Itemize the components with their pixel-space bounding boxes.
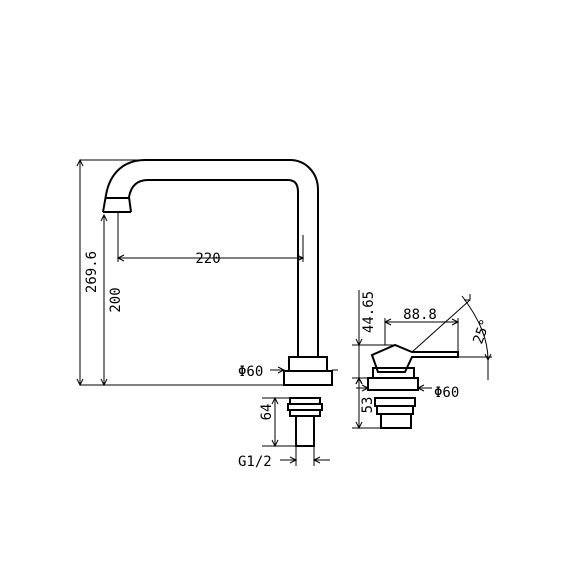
dim-lever-reach: 88.8: [403, 307, 437, 323]
dim-thread-length: 64: [259, 404, 275, 421]
right-dimensions: [352, 290, 492, 430]
dim-mixer-base-height: 53: [360, 397, 376, 414]
dim-spout-reach: 220: [195, 251, 220, 267]
dim-spout-height: 200: [108, 287, 124, 312]
left-dimensions: [76, 158, 338, 466]
dim-mixer-base-diameter: Φ60: [434, 385, 459, 401]
body-collar: [288, 356, 328, 372]
mixer-shank-2: [376, 405, 414, 415]
dim-overall-height: 269.6: [84, 251, 100, 293]
dim-thread-size: G1/2: [238, 454, 272, 470]
mixer-base: [367, 377, 419, 391]
body-base: [283, 370, 333, 386]
spout-tip: [103, 197, 131, 213]
shank-tail: [295, 415, 315, 447]
mixer-shank-tail: [380, 413, 412, 429]
dim-base-diameter-left: Φ60: [238, 364, 263, 380]
mixer-shank-1: [374, 397, 416, 407]
dim-lever-angle: 25°: [470, 317, 494, 346]
spout-tap: [102, 159, 333, 447]
dim-lever-height: 44.65: [361, 291, 377, 333]
